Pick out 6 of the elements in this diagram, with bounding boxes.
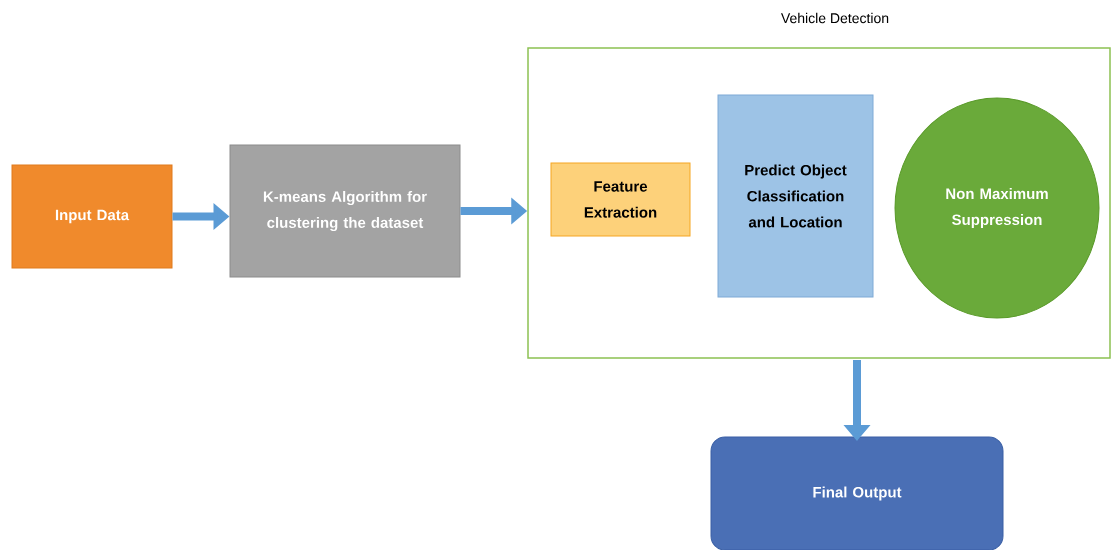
node-label: Vehicle Detection — [780, 12, 889, 24]
process-box: Feature Extraction — [550, 162, 691, 237]
process-box: Predict Object Classification and Location — [717, 94, 874, 298]
output-box: Final Output — [710, 436, 1004, 550]
process-box: Input Data — [11, 164, 173, 269]
process-box: K-means Algorithm for clustering the dataset — [229, 144, 461, 278]
